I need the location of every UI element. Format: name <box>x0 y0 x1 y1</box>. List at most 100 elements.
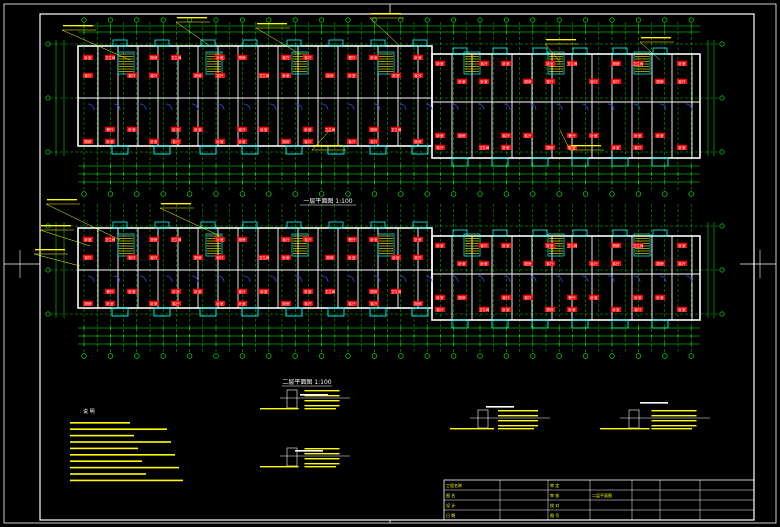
svg-text:卫生间: 卫生间 <box>171 55 182 60</box>
lower-plan-caption: 二层平面图 1:100 <box>282 379 331 386</box>
room-label: 餐厅 <box>347 54 357 60</box>
room-label: 卫生间 <box>633 60 644 66</box>
axis-bubble <box>107 191 114 197</box>
svg-text:客厅: 客厅 <box>612 79 620 84</box>
title-block-cell: 校 对 <box>550 502 559 508</box>
axis-bubble <box>583 17 589 23</box>
svg-text:客厅: 客厅 <box>282 237 290 242</box>
door-swing <box>555 275 563 283</box>
room-label: 厨房 <box>457 294 467 300</box>
axis-bubble <box>81 191 87 197</box>
title-block-cell: 图 名 <box>446 492 455 498</box>
svg-text:厨房: 厨房 <box>150 55 158 60</box>
axis-bubble <box>662 17 668 23</box>
room-label: 餐厅 <box>567 294 577 300</box>
room-label: 客厅 <box>369 138 379 144</box>
room-label: 卧室 <box>369 236 379 242</box>
room-label: 卧室 <box>545 242 555 248</box>
lower-floor-plan: 卧室客厅厨房卫生间餐厅卧室客厅卧室厨房客厅卧室卫生间卧室客厅厨房卧室卧室客厅卧室… <box>33 199 725 359</box>
room-label: 卧室 <box>677 144 687 150</box>
axis-bubble <box>213 191 219 197</box>
room-label: 客厅 <box>589 260 599 266</box>
axis-bubble <box>477 17 483 23</box>
svg-text:卧室: 卧室 <box>150 139 158 144</box>
callout-leader <box>45 203 121 241</box>
room-label: 客厅 <box>83 254 93 260</box>
axis-bubble <box>609 191 615 197</box>
axis-bubble <box>186 191 193 197</box>
svg-text:卧室: 卧室 <box>656 295 664 300</box>
room-label: 厨房 <box>281 300 291 306</box>
svg-text:卧室: 卧室 <box>216 237 224 242</box>
room-label: 客厅 <box>281 54 291 60</box>
room-label: 厨房 <box>237 54 247 60</box>
axis-bubble <box>719 149 725 155</box>
axis-bubble <box>45 95 51 101</box>
svg-text:厨房: 厨房 <box>194 255 202 260</box>
axis-bubble <box>635 191 642 197</box>
balcony <box>411 307 429 317</box>
room-label: 厨房 <box>325 254 335 260</box>
svg-text:卧室: 卧室 <box>678 243 686 248</box>
svg-text:卧室: 卧室 <box>502 307 510 312</box>
note-line <box>70 434 134 437</box>
door-swing <box>477 103 485 111</box>
balcony <box>369 145 387 155</box>
svg-text:卫生间: 卫生间 <box>479 307 490 312</box>
detail-sketch <box>450 409 550 430</box>
room-label: 卧室 <box>215 138 225 144</box>
axis-bubble <box>45 267 51 273</box>
room-label: 卫生间 <box>105 236 116 242</box>
svg-text:客厅: 客厅 <box>348 139 356 144</box>
axis-bubble <box>45 311 51 317</box>
svg-text:卫生间: 卫生间 <box>391 127 402 132</box>
room-label: 卫生间 <box>325 288 336 294</box>
svg-text:客厅: 客厅 <box>238 127 246 132</box>
room-label: 卫生间 <box>633 242 644 248</box>
room-label: 厨房 <box>413 138 423 144</box>
window-bay <box>370 39 386 47</box>
door-swing <box>243 275 251 283</box>
svg-text:厨房: 厨房 <box>656 79 664 84</box>
room-label: 卫生间 <box>171 54 182 60</box>
room-label: 客厅 <box>479 242 489 248</box>
room-label: 厨房 <box>237 236 247 242</box>
callout-text-mark <box>41 225 71 227</box>
door-swing <box>451 103 459 111</box>
window-bay <box>112 221 128 229</box>
room-label: 厨房 <box>523 78 533 84</box>
room-label: 客厅 <box>127 254 137 260</box>
svg-text:卧室: 卧室 <box>436 133 444 138</box>
svg-text:卧室: 卧室 <box>260 289 268 294</box>
svg-text:厨房: 厨房 <box>370 289 378 294</box>
door-swing <box>451 275 459 283</box>
axis-bubble <box>556 353 562 359</box>
door-swing <box>243 103 251 111</box>
axis-bubble <box>503 191 510 197</box>
svg-text:客厅: 客厅 <box>414 255 422 260</box>
svg-text:客厅: 客厅 <box>128 255 136 260</box>
door-swing <box>191 275 199 283</box>
room-label: 厨房 <box>523 260 533 266</box>
axis-bubble <box>266 191 272 197</box>
svg-text:卧室: 卧室 <box>436 295 444 300</box>
balcony <box>241 145 259 155</box>
axis-bubble <box>556 191 562 197</box>
svg-text:客厅: 客厅 <box>370 301 378 306</box>
room-label: 厨房 <box>457 132 467 138</box>
room-label: 卧室 <box>347 254 357 260</box>
room-label: 客厅 <box>413 72 423 78</box>
room-label: 卧室 <box>369 54 379 60</box>
room-label: 卧室 <box>259 288 269 294</box>
svg-text:卧室: 卧室 <box>480 261 488 266</box>
door-swing <box>399 103 407 111</box>
axis-bubble <box>530 191 536 197</box>
door-swing <box>165 103 173 111</box>
title-block-cell: 二层平面图 <box>592 492 612 498</box>
svg-text:客厅: 客厅 <box>304 139 312 144</box>
axis-bubble <box>371 353 378 359</box>
room-label: 客厅 <box>149 72 159 78</box>
balcony <box>241 307 259 317</box>
room-label: 卧室 <box>435 294 445 300</box>
callout-leader <box>33 253 81 267</box>
